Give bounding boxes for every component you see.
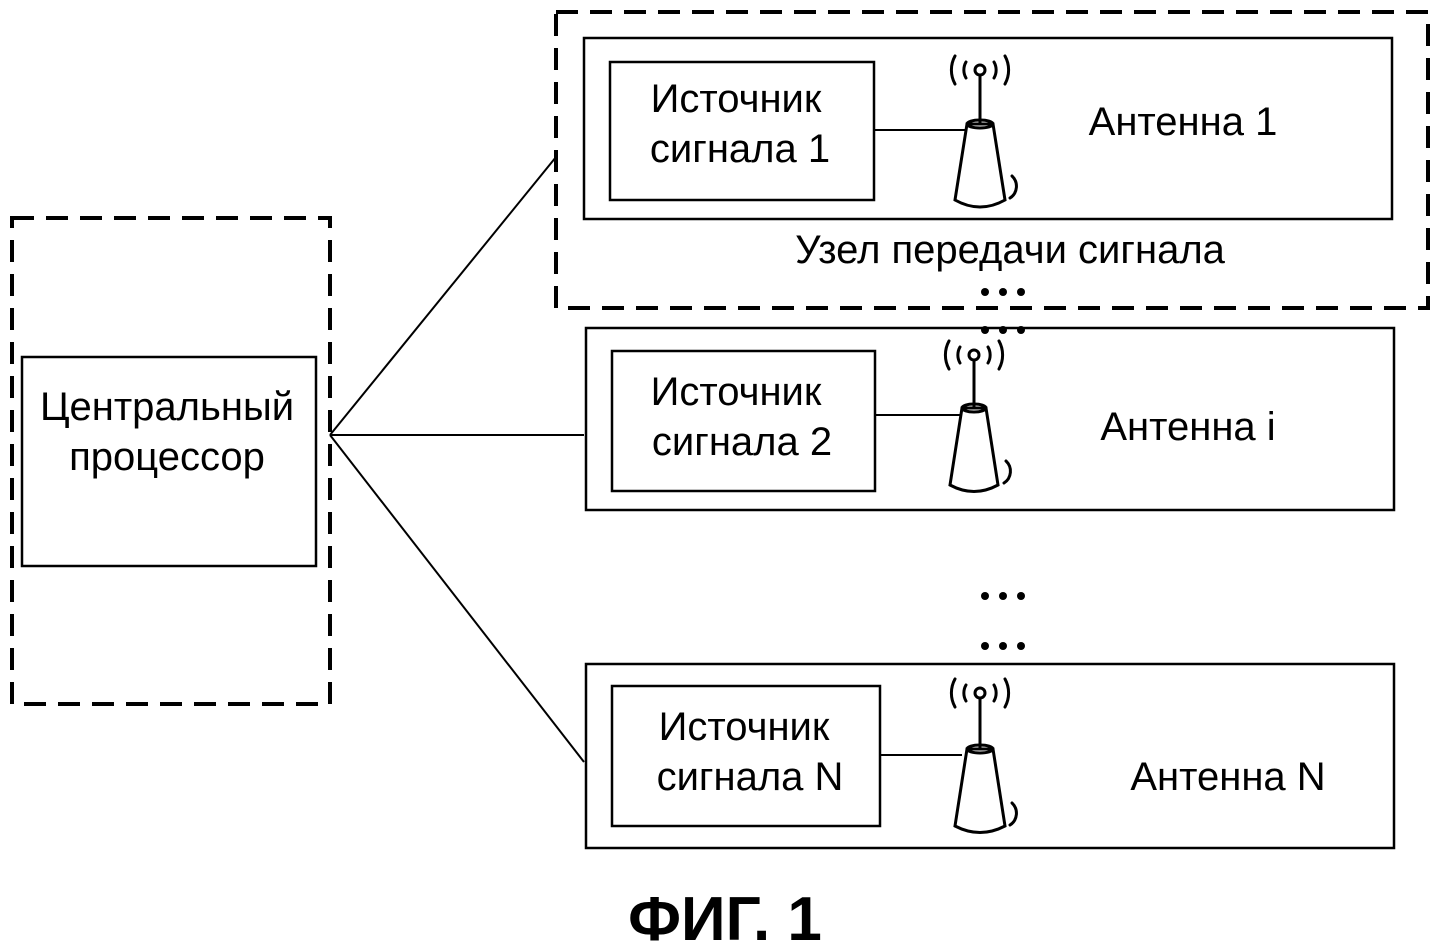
connection-line-n [329, 434, 585, 763]
connection-line-1 [329, 156, 557, 436]
central-processor-dashed-frame [10, 216, 332, 706]
antenna-icon [943, 339, 1012, 493]
central-processor-label-line2: процессор [69, 435, 265, 479]
row-n-source-label-line1: Источник [659, 705, 830, 749]
transmission-node-dashed-frame [554, 10, 1430, 310]
row-1: Источник сигнала 1 Антенна 1 [582, 36, 1394, 221]
row-2-source-box [610, 349, 877, 493]
row-2: Источник сигнала 2 Антенна i [584, 326, 1396, 512]
figure-caption: ФИГ. 1 [628, 885, 822, 951]
transmission-node-group: Узел передачи сигнала [554, 10, 1430, 310]
antenna-icon [949, 677, 1018, 834]
row-2-source-label-line1: Источник [651, 370, 822, 414]
row-n: Источник сигнала N Антенна N [584, 662, 1396, 850]
row-1-source-label-line2: сигнала 1 [650, 127, 830, 171]
row-2-outer-box [584, 326, 1396, 512]
row-2-source-label-line2: сигнала 2 [652, 420, 832, 464]
central-processor-label-line1: Центральный [40, 385, 294, 429]
row-2-antenna-label: Антенна i [1100, 405, 1275, 449]
ellipsis-icon [981, 592, 1025, 650]
transmission-node-label: Узел передачи сигнала [795, 228, 1226, 272]
row-1-outer-box [582, 36, 1394, 221]
connections [329, 156, 585, 763]
central-processor-box [20, 355, 318, 568]
row-n-source-label-line2: сигнала N [657, 755, 844, 799]
row-1-antenna-label: Антенна 1 [1089, 100, 1278, 144]
central-processor-group: Центральный процессор [10, 216, 332, 706]
row-n-outer-box [584, 662, 1396, 850]
antenna-icon [949, 54, 1018, 209]
row-1-source-label-line1: Источник [651, 77, 822, 121]
row-n-antenna-label: Антенна N [1130, 755, 1325, 799]
